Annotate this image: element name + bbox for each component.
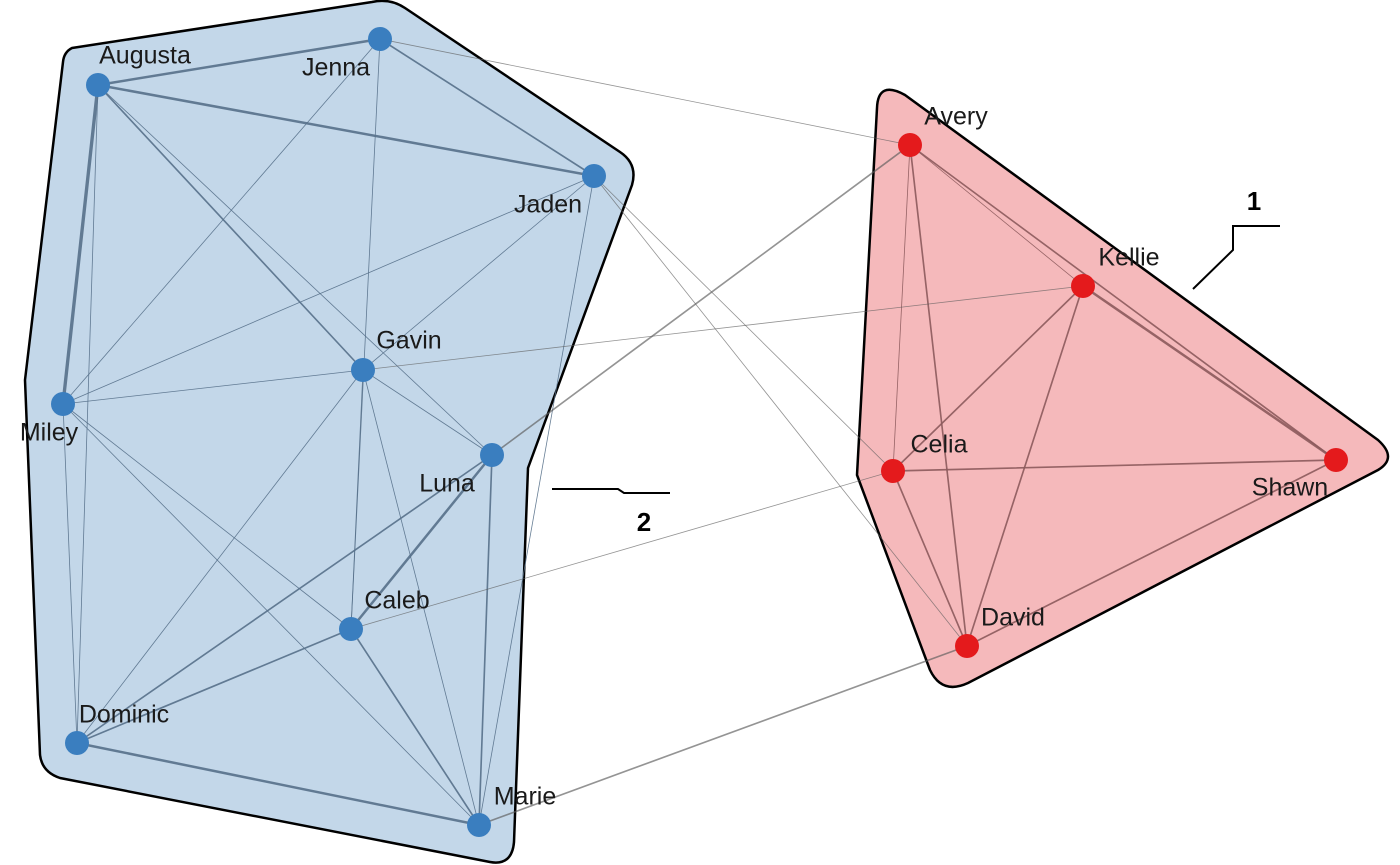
edge-gavin-caleb [350, 369, 364, 630]
edge-gavin-kellie [362, 285, 1084, 371]
node-label-marie: Marie [494, 783, 557, 811]
edge-jaden-miley [62, 175, 595, 405]
edge-kellie-celia [892, 285, 1084, 472]
edge-gavin-marie [362, 369, 480, 826]
group-1-label: 1 [1247, 186, 1261, 216]
node-jaden[interactable] [582, 164, 606, 188]
edge-caleb-celia [350, 470, 894, 630]
node-layer [51, 27, 1348, 837]
node-label-celia: Celia [911, 431, 968, 459]
edge-celia-shawn [892, 459, 1337, 472]
node-label-david: David [981, 604, 1045, 632]
node-kellie[interactable] [1071, 274, 1095, 298]
node-avery[interactable] [898, 133, 922, 157]
node-label-dominic: Dominic [79, 701, 169, 729]
edge-augusta-dominic [76, 84, 99, 744]
edge-jenna-avery [379, 38, 911, 146]
node-label-shawn: Shawn [1252, 474, 1328, 502]
edge-kellie-david [966, 285, 1084, 647]
node-dominic[interactable] [65, 731, 89, 755]
edge-augusta-jenna [96, 37, 382, 87]
group-2-label: 2 [637, 507, 651, 537]
node-marie[interactable] [467, 813, 491, 837]
node-label-avery: Avery [924, 103, 988, 131]
node-celia[interactable] [881, 459, 905, 483]
edge-luna-marie [478, 454, 493, 826]
node-david[interactable] [955, 634, 979, 658]
edge-jaden-gavin [362, 175, 595, 371]
node-gavin[interactable] [351, 358, 375, 382]
group-hull-1 [855, 88, 1390, 689]
node-label-jaden: Jaden [514, 191, 582, 219]
node-jenna[interactable] [368, 27, 392, 51]
node-augusta[interactable] [86, 73, 110, 97]
node-label-gavin: Gavin [376, 327, 441, 355]
group-1-leader-line [1192, 225, 1280, 290]
edge-jenna-miley [62, 38, 381, 405]
edge-jaden-marie [478, 175, 595, 826]
node-shawn[interactable] [1324, 448, 1348, 472]
edge-augusta-miley [61, 83, 100, 406]
edge-luna-caleb [349, 453, 494, 631]
node-label-kellie: Kellie [1098, 244, 1159, 272]
edge-avery-celia [892, 144, 911, 472]
edge-luna-dominic [76, 454, 493, 744]
edge-miley-marie [62, 403, 480, 826]
node-miley[interactable] [51, 392, 75, 416]
edge-gavin-luna [362, 369, 493, 456]
edge-miley-dominic [62, 403, 78, 744]
edge-jaden-celia [593, 175, 894, 472]
node-label-jenna: Jenna [302, 54, 370, 82]
edge-luna-avery [491, 144, 911, 456]
group-hull-2 [23, 0, 635, 864]
edge-gavin-dominic [76, 369, 364, 744]
edge-celia-david [892, 470, 968, 647]
group-label-layer: 2 1 [552, 186, 1280, 537]
node-label-luna: Luna [419, 470, 475, 498]
group-2-leader-line [552, 488, 670, 494]
edge-caleb-dominic [76, 628, 352, 744]
edge-jaden-david [593, 175, 968, 647]
edge-kellie-shawn [1081, 284, 1338, 462]
edge-shawn-david [966, 459, 1337, 647]
edge-avery-kellie [909, 144, 1084, 287]
edge-jenna-jaden [379, 38, 595, 177]
node-luna[interactable] [480, 443, 504, 467]
group-hulls [23, 0, 1390, 864]
edge-layer [61, 37, 1338, 827]
node-label-augusta: Augusta [99, 42, 191, 70]
edge-gavin-miley [62, 369, 364, 405]
edge-augusta-jaden [96, 83, 596, 178]
edge-dominic-marie [75, 741, 481, 827]
node-label-caleb: Caleb [364, 587, 429, 615]
edge-marie-david [478, 645, 968, 826]
edge-avery-david [909, 144, 968, 647]
edge-augusta-gavin [97, 84, 364, 371]
edge-avery-shawn [909, 144, 1337, 461]
edge-miley-caleb [62, 403, 352, 630]
edge-caleb-marie [350, 628, 480, 826]
node-label-miley: Miley [20, 419, 79, 447]
node-caleb[interactable] [339, 617, 363, 641]
edge-augusta-luna [97, 84, 493, 456]
